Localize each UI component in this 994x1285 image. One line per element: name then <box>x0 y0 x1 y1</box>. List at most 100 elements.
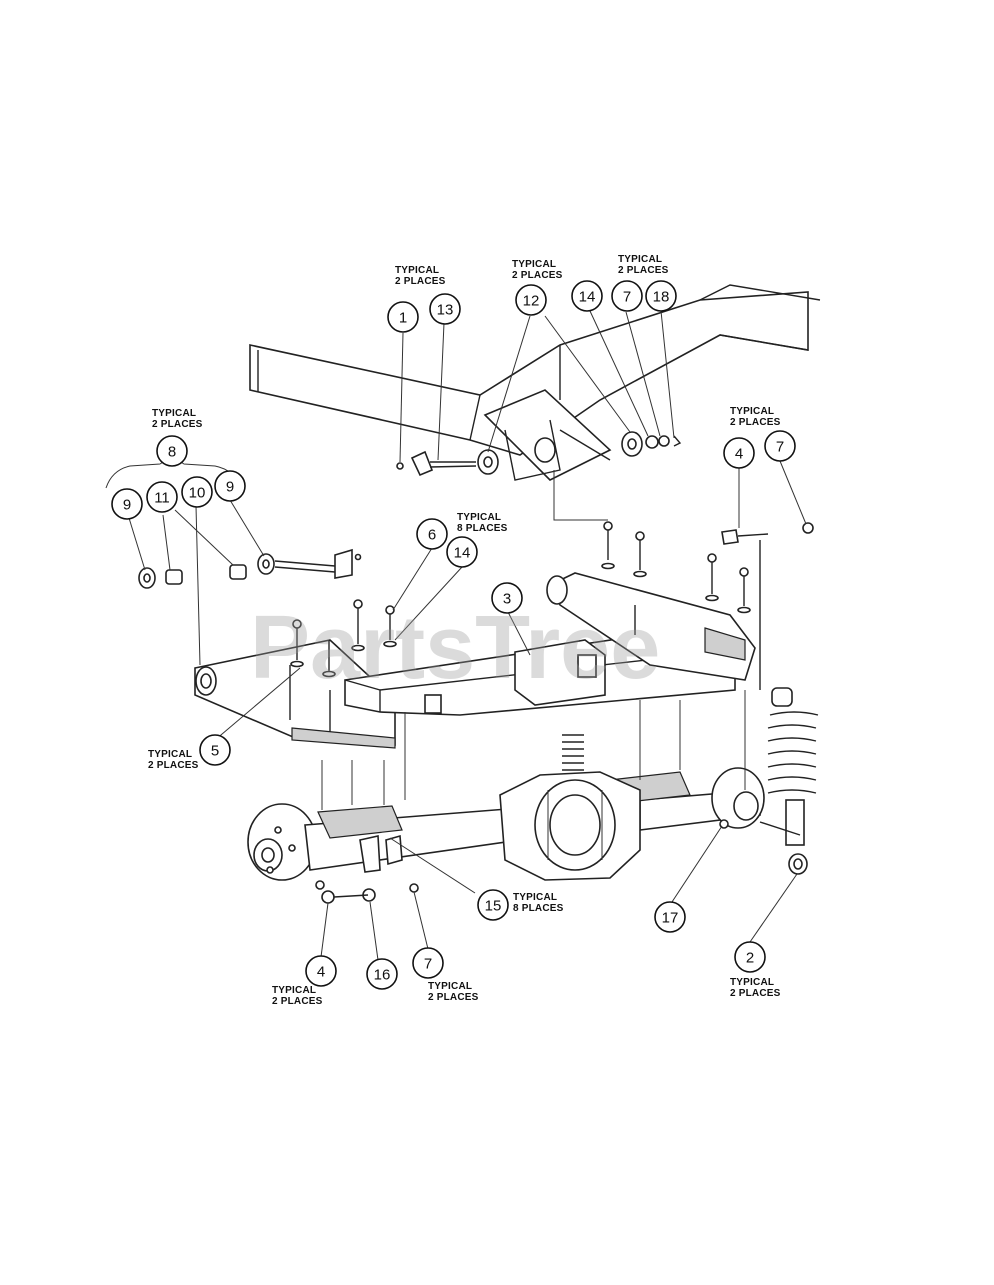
note-text-line1: TYPICAL <box>272 985 316 996</box>
note-text-line2: 2 PLACES <box>152 419 203 430</box>
callout-number: 6 <box>428 527 436 544</box>
note-text-line2: 8 PLACES <box>513 903 564 914</box>
callout-circle <box>654 901 686 933</box>
callout-c7a: 7 <box>611 280 643 312</box>
watermark-text: PartsTree <box>250 598 660 698</box>
note-text-line1: TYPICAL <box>148 749 192 760</box>
note-text-line1: TYPICAL <box>730 406 774 417</box>
washer-nut-set-top <box>645 435 682 449</box>
callout-number: 15 <box>485 898 502 915</box>
note-text-line1: TYPICAL <box>457 512 501 523</box>
note-text-line2: 2 PLACES <box>618 265 669 276</box>
note-text-line1: TYPICAL <box>428 981 472 992</box>
pivot-bolt-top <box>396 450 477 477</box>
callout-circle <box>611 280 643 312</box>
callout-c3: 3 <box>491 582 523 614</box>
note-text-line1: TYPICAL <box>513 892 557 903</box>
callout-circle <box>723 437 755 469</box>
callout-number: 4 <box>317 964 325 981</box>
left-trailing-arm <box>194 639 396 749</box>
callout-number: 3 <box>503 591 511 608</box>
callout-c14b: 14 <box>446 536 478 568</box>
callout-number: 10 <box>189 485 206 502</box>
callout-circle <box>111 488 143 520</box>
note-text-line2: 2 PLACES <box>512 270 563 281</box>
callout-circle <box>764 430 796 462</box>
callout-c9a: 9 <box>111 488 143 520</box>
callout-circle <box>305 955 337 987</box>
callout-number: 4 <box>735 446 743 463</box>
callout-circle <box>156 435 188 467</box>
callout-circle <box>491 582 523 614</box>
callout-number: 16 <box>374 967 391 984</box>
note-text-line2: 2 PLACES <box>730 988 781 999</box>
callout-number: 14 <box>454 545 471 562</box>
callout-c5: 5 <box>199 734 231 766</box>
callout-number: 7 <box>623 289 631 306</box>
u-bolt-hardware <box>290 521 814 678</box>
callout-number: 9 <box>226 479 234 496</box>
callout-circle <box>387 301 419 333</box>
note-text-line2: 2 PLACES <box>428 992 479 1003</box>
callout-c12: 12 <box>515 284 547 316</box>
callout-c4a: 4 <box>723 437 755 469</box>
callout-circle <box>429 293 461 325</box>
callout-circle <box>199 734 231 766</box>
callout-number: 7 <box>424 956 432 973</box>
callout-c11: 11 <box>146 481 178 513</box>
callout-circle <box>366 958 398 990</box>
shock-absorber <box>759 540 819 875</box>
callout-c7c: 7 <box>412 947 444 979</box>
note-text-line2: 2 PLACES <box>272 996 323 1007</box>
callout-circle <box>477 889 509 921</box>
note-text-line1: TYPICAL <box>618 254 662 265</box>
callout-number: 5 <box>211 743 219 760</box>
note-text-line1: TYPICAL <box>395 265 439 276</box>
callout-c7b: 7 <box>764 430 796 462</box>
note-text-line2: 2 PLACES <box>395 276 446 287</box>
callout-circle <box>734 941 766 973</box>
callout-number: 7 <box>776 439 784 456</box>
callout-circle <box>571 280 603 312</box>
note-text-line1: TYPICAL <box>152 408 196 419</box>
frame-rail <box>249 284 821 456</box>
callout-number: 11 <box>154 490 170 507</box>
note-text-line1: TYPICAL <box>730 977 774 988</box>
callout-c6: 6 <box>416 518 448 550</box>
callout-number: 17 <box>662 910 679 927</box>
callout-circle <box>645 280 677 312</box>
note-text-line2: 8 PLACES <box>457 523 508 534</box>
callout-circle <box>181 476 213 508</box>
callout-c2: 2 <box>734 941 766 973</box>
callout-c1: 1 <box>387 301 419 333</box>
note-text-line2: 2 PLACES <box>148 760 199 771</box>
callout-circle <box>146 481 178 513</box>
callout-circle <box>515 284 547 316</box>
callout-circle <box>416 518 448 550</box>
callout-c16: 16 <box>366 958 398 990</box>
callout-c4b: 4 <box>305 955 337 987</box>
callout-circle <box>412 947 444 979</box>
callout-number: 9 <box>123 497 131 514</box>
leader-lines <box>105 310 807 961</box>
callout-number: 18 <box>653 289 670 306</box>
callout-circle <box>446 536 478 568</box>
right-trailing-arm <box>546 572 756 681</box>
callout-c10: 10 <box>181 476 213 508</box>
note-text-line2: 2 PLACES <box>730 417 781 428</box>
callout-c18: 18 <box>645 280 677 312</box>
